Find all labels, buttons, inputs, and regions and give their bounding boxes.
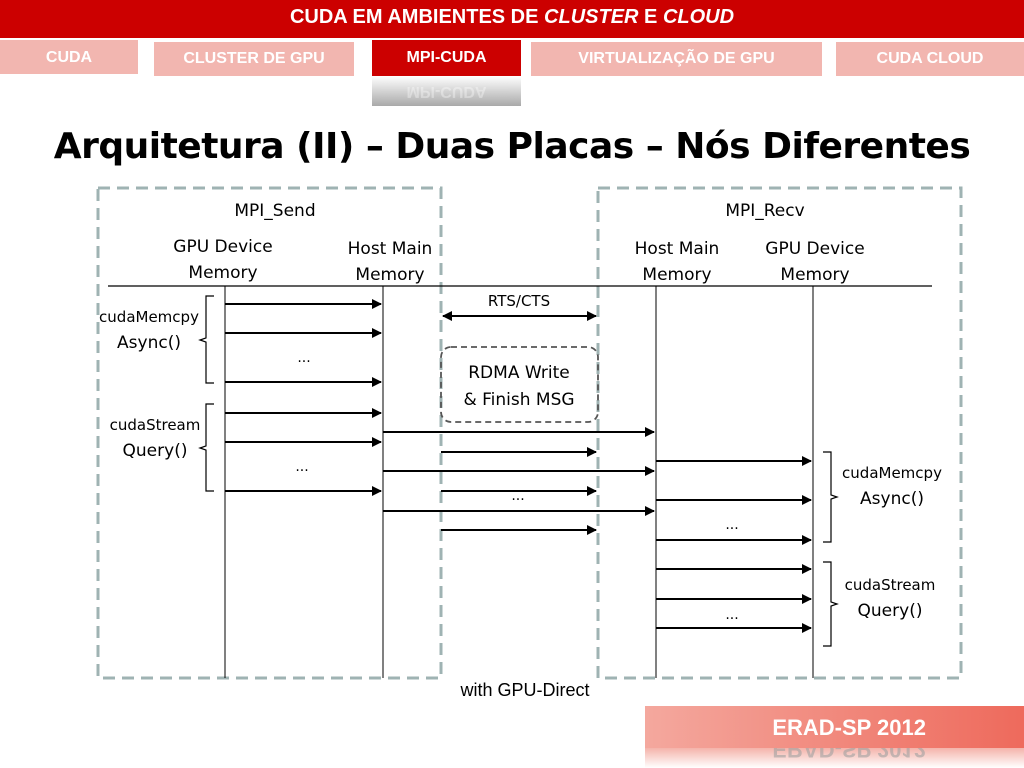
gpu-direct-note: with GPU-Direct <box>459 680 589 700</box>
header-title: CUDA EM AMBIENTES DE CLUSTER E CLOUD <box>289 6 735 28</box>
right-group2-label: Query() <box>858 601 923 621</box>
tab-virtualizacao-de-gpu[interactable]: VIRTUALIZAÇÃO DE GPU <box>531 42 822 76</box>
right-group1-label: cudaMemcpy <box>842 464 942 482</box>
tab-label: CUDA CLOUD <box>876 50 984 67</box>
send-gpu-label: GPU Device <box>173 237 272 257</box>
tab-label: CLUSTER DE GPU <box>183 50 325 67</box>
send-gpu-label: Memory <box>188 263 257 283</box>
send-host-label: Host Main <box>348 239 433 259</box>
right-brace-2 <box>823 561 839 647</box>
send-host-label: Memory <box>355 265 424 285</box>
tab-label: MPI-CUDA <box>406 49 487 66</box>
mpi-recv-title: MPI_Recv <box>725 201 804 221</box>
mpi-recv-box <box>596 186 963 680</box>
rts-cts-label: RTS/CTS <box>488 292 550 310</box>
ellipsis: ... <box>511 488 524 504</box>
tab-label: VIRTUALIZAÇÃO DE GPU <box>578 50 775 67</box>
ellipsis: ... <box>725 607 738 623</box>
tab-cuda-cloud[interactable]: CUDA CLOUD <box>836 42 1024 76</box>
recv-gpu-label: GPU Device <box>765 239 864 259</box>
event-badge: ERAD-SP 2012 <box>645 706 1024 748</box>
recv-gpu-label: Memory <box>780 265 849 285</box>
left-brace-1 <box>198 295 214 384</box>
left-group1-label: cudaMemcpy <box>99 308 199 326</box>
ellipsis: ... <box>725 517 738 533</box>
slide-title: Arquitetura (II) – Duas Placas – Nós Dif… <box>53 126 971 167</box>
event-badge-reflection: ERAD-SP 2012 <box>645 748 1024 768</box>
header-bar: CUDA EM AMBIENTES DE CLUSTER E CLOUD <box>0 0 1024 38</box>
tab-mpi-cuda[interactable]: MPI-CUDA <box>372 40 521 76</box>
right-brace-1 <box>823 451 839 543</box>
ellipsis: ... <box>295 459 308 475</box>
mpi-send-title: MPI_Send <box>234 201 315 221</box>
tab-cluster-de-gpu[interactable]: CLUSTER DE GPU <box>154 42 354 76</box>
left-brace-2 <box>198 403 214 492</box>
left-group2-label: Query() <box>123 441 188 461</box>
tab-label: CUDA <box>45 49 93 66</box>
left-group2-label: cudaStream <box>110 416 201 434</box>
ellipsis: ... <box>297 350 310 366</box>
tab-cuda[interactable]: CUDA <box>0 40 138 74</box>
recv-host-label: Host Main <box>635 239 720 259</box>
right-group1-label: Async() <box>860 489 924 509</box>
mpi-send-box <box>96 186 443 680</box>
left-group1-label: Async() <box>117 333 181 353</box>
rdma-label: & Finish MSG <box>463 390 574 410</box>
rdma-box <box>440 346 599 423</box>
recv-host-label: Memory <box>642 265 711 285</box>
right-group2-label: cudaStream <box>845 576 936 594</box>
event-label: ERAD-SP 2012 <box>772 715 926 740</box>
rdma-label: RDMA Write <box>468 363 570 383</box>
